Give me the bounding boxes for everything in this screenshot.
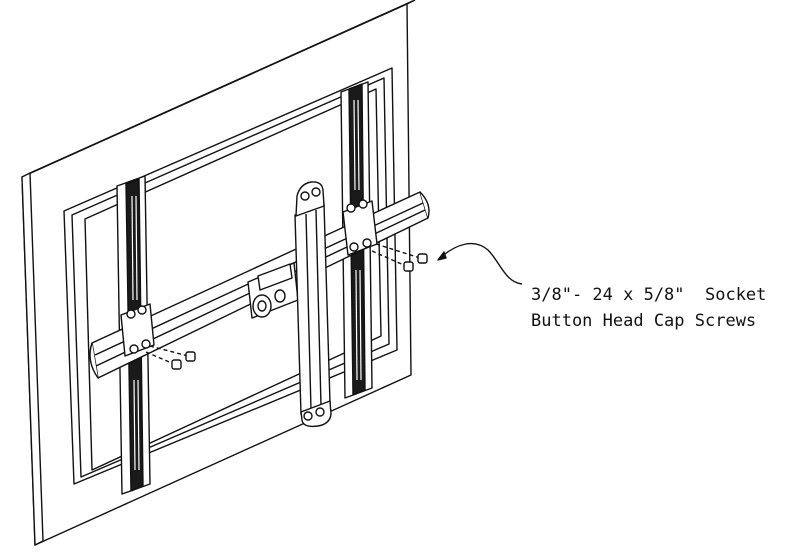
left-screws — [145, 345, 196, 370]
center-vertical-plate — [294, 181, 332, 428]
center-pivot-assembly — [247, 262, 299, 319]
callout-label-line1: 3/8"- 24 x 5/8" Socket — [531, 285, 767, 305]
callout-label-line2: Button Head Cap Screws — [531, 311, 757, 331]
callout-leader — [437, 242, 523, 285]
right-screws — [371, 243, 428, 272]
right-bracket-clamp — [342, 199, 378, 256]
left-bracket-clamp — [120, 303, 155, 357]
